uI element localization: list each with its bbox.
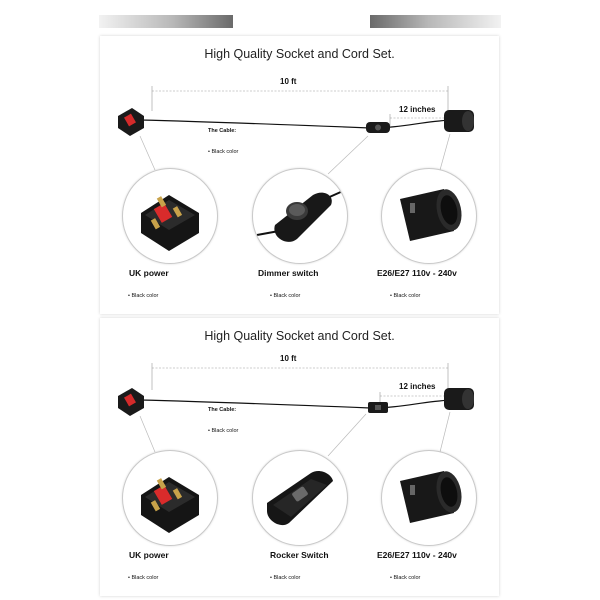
- uk-plug-icon: [141, 477, 199, 533]
- item-label-dimmer-switch: Dimmer switch: [258, 268, 319, 278]
- item-sub-uk-power: • Black color: [128, 575, 159, 581]
- dimmer-switch-icon: [256, 190, 344, 242]
- length-label: 10 ft: [280, 354, 297, 363]
- cable-color: • Black color: [208, 149, 239, 155]
- length-label: 10 ft: [280, 77, 297, 86]
- dimmer-switch-zoom: [252, 168, 348, 264]
- uk-plug-icon: [141, 195, 199, 251]
- rocker-switch-zoom: [252, 450, 348, 546]
- decorative-bar-right: [370, 15, 501, 28]
- cord-diagram: [118, 86, 474, 175]
- lamp-socket-icon: [400, 471, 462, 523]
- item-label-uk-power: UK power: [129, 550, 169, 560]
- decorative-bar-left: [99, 15, 233, 28]
- rocker-small-icon: [368, 402, 388, 413]
- panel-title: High Quality Socket and Cord Set.: [204, 329, 395, 343]
- item-sub-socket: • Black color: [390, 293, 421, 299]
- cord-diagram: [118, 363, 474, 457]
- item-label-socket: E26/E27 110v - 240v: [377, 268, 457, 278]
- product-panel-rocker: High Quality Socket and Cord Set. 10 ft …: [100, 318, 499, 596]
- cable-title: The Cable:: [208, 407, 237, 413]
- short-length-label: 12 inches: [399, 382, 436, 391]
- item-sub-dimmer: • Black color: [270, 293, 301, 299]
- lamp-socket-icon: [400, 189, 462, 241]
- product-panel-dimmer: High Quality Socket and Cord Set. 10 ft …: [100, 36, 499, 314]
- panel-title: High Quality Socket and Cord Set.: [204, 47, 395, 61]
- uk-plug-zoom: [122, 168, 218, 264]
- item-label-socket: E26/E27 110v - 240v: [377, 550, 457, 560]
- item-sub-socket: • Black color: [390, 575, 421, 581]
- cable-title: The Cable:: [208, 128, 237, 134]
- item-sub-uk-power: • Black color: [128, 293, 159, 299]
- rocker-switch-icon: [267, 470, 333, 526]
- item-label-rocker-switch: Rocker Switch: [270, 550, 329, 560]
- cable-color: • Black color: [208, 428, 239, 434]
- short-length-label: 12 inches: [399, 105, 436, 114]
- item-label-uk-power: UK power: [129, 268, 169, 278]
- lamp-socket-small-icon: [444, 388, 474, 410]
- uk-plug-small-icon: [118, 108, 144, 136]
- item-sub-rocker: • Black color: [270, 575, 301, 581]
- lamp-socket-small-icon: [444, 110, 474, 132]
- uk-plug-zoom: [122, 450, 218, 546]
- lamp-socket-zoom: [381, 450, 477, 546]
- dimmer-small-icon: [366, 122, 390, 133]
- lamp-socket-zoom: [381, 168, 477, 264]
- uk-plug-small-icon: [118, 388, 144, 416]
